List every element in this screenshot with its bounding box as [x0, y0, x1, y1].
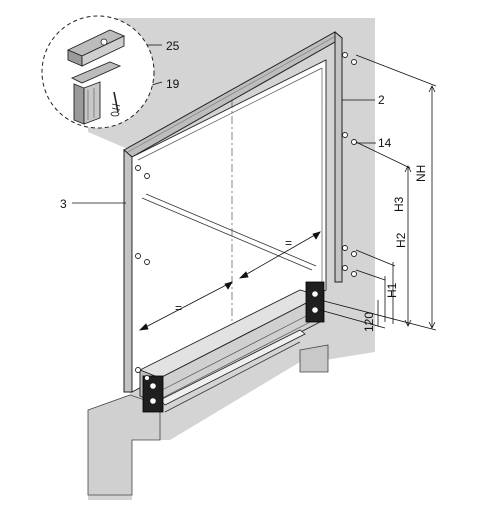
bolt-icon [135, 165, 141, 171]
bolt-icon [135, 367, 141, 373]
dim-h3-label: H3 [392, 196, 406, 212]
bolt-icon [342, 132, 348, 138]
rail-clip-detail-icon [41, 15, 155, 129]
dim-120-label: 120 [362, 312, 376, 332]
frame-bolts [135, 52, 357, 381]
dim-nh-label: NH [414, 165, 428, 182]
callout-part-14: 14 [378, 136, 392, 150]
callout-part-25: 25 [166, 39, 180, 53]
bolt-icon [342, 52, 348, 58]
dim-h2-label: H2 [394, 232, 408, 248]
equal-mark-bottom: = [175, 301, 182, 315]
callout-part-19: 19 [166, 77, 180, 91]
bolt-icon [135, 253, 141, 259]
callout-part-2: 2 [378, 93, 385, 107]
equal-spacing-arrows [138, 231, 321, 331]
bolt-icon [351, 271, 357, 277]
bottom-rail-assembly [138, 281, 325, 413]
callout-part-3: 3 [60, 197, 67, 211]
dim-h1-label: H1 [385, 282, 399, 298]
height-dimensions [319, 54, 437, 331]
screw-icon [110, 91, 121, 117]
bolt-icon [351, 139, 357, 145]
bolt-icon [342, 245, 348, 251]
bolt-icon [144, 375, 150, 381]
bolt-icon [351, 59, 357, 65]
bolt-icon [342, 265, 348, 271]
bolt-icon [351, 251, 357, 257]
equal-mark-top: = [285, 236, 292, 250]
bolt-icon [144, 173, 150, 179]
bolt-icon [144, 259, 150, 265]
